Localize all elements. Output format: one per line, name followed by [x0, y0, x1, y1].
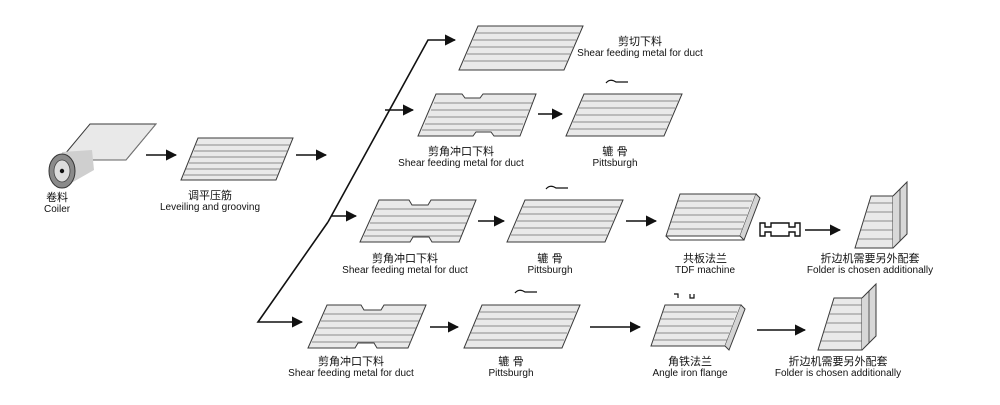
label-pittsburgh-2-en: Pittsburgh	[527, 265, 573, 276]
arrow-branch-trunk-upper	[327, 34, 457, 223]
label-pittsburgh-3: 辘 骨 Pittsburgh	[476, 356, 546, 380]
label-pittsburgh-2: 辘 骨 Pittsburgh	[515, 253, 585, 277]
label-shear-cut-cn: 剪切下料	[618, 35, 662, 48]
label-shear-notch-2: 剪角冲口下料 Shear feeding metal for duct	[340, 253, 470, 277]
label-coiler-cn: 卷料	[46, 191, 69, 204]
angle-iron-sheet-icon	[650, 293, 746, 351]
tdf-profile-icon	[759, 222, 801, 237]
label-shear-notch-2-cn: 剪角冲口下料	[372, 252, 438, 265]
label-shear-notch-3-cn: 剪角冲口下料	[318, 355, 384, 368]
label-leveling-en: Leveiling and grooving	[159, 202, 261, 213]
label-pittsburgh-2-cn: 辘 骨	[537, 252, 563, 265]
label-coiler-en: Coiler	[44, 204, 71, 215]
label-pittsburgh-1: 辘 骨 Pittsburgh	[580, 146, 650, 170]
label-angle-iron-en: Angle iron flange	[652, 368, 728, 379]
label-folder-2-en: Folder is chosen additionally	[774, 368, 902, 379]
label-shear-notch-2-en: Shear feeding metal for duct	[342, 265, 468, 276]
notched-sheet-icon-1	[417, 93, 537, 137]
shear-cut-sheet-icon	[458, 25, 584, 71]
label-leveling-cn: 调平压筋	[188, 189, 232, 202]
label-shear-notch-3-en: Shear feeding metal for duct	[288, 368, 414, 379]
label-folder-1-en: Folder is chosen additionally	[806, 265, 934, 276]
label-leveling: 调平压筋 Leveiling and grooving	[150, 190, 270, 214]
label-tdf-cn: 共板法兰	[683, 252, 727, 265]
label-shear-notch-1-en: Shear feeding metal for duct	[398, 158, 524, 169]
label-pittsburgh-1-en: Pittsburgh	[592, 158, 638, 169]
arrow-branch-trunk-lower	[256, 221, 329, 328]
label-coiler: 卷料 Coiler	[44, 192, 70, 216]
label-tdf-en: TDF machine	[674, 265, 735, 276]
leveling-sheet-icon	[180, 137, 294, 181]
label-pittsburgh-3-en: Pittsburgh	[488, 368, 534, 379]
label-shear-cut: 剪切下料 Shear feeding metal for duct	[570, 36, 710, 60]
label-shear-cut-en: Shear feeding metal for duct	[577, 48, 703, 59]
folded-duct-icon-2	[817, 282, 877, 351]
label-angle-iron-cn: 角铁法兰	[668, 355, 712, 368]
pittsburgh-sheet-icon-3	[463, 289, 581, 349]
label-folder-2: 折边机需要另外配套 Folder is chosen additionally	[768, 356, 908, 380]
label-folder-2-cn: 折边机需要另外配套	[788, 355, 888, 368]
notched-sheet-icon-2	[359, 199, 477, 243]
tdf-sheet-icon	[665, 193, 761, 241]
label-pittsburgh-1-cn: 辘 骨	[602, 145, 628, 158]
label-shear-notch-1-cn: 剪角冲口下料	[428, 145, 494, 158]
label-tdf: 共板法兰 TDF machine	[660, 253, 750, 277]
notched-sheet-icon-3	[307, 304, 427, 349]
label-shear-notch-1: 剪角冲口下料 Shear feeding metal for duct	[396, 146, 526, 170]
label-angle-iron: 角铁法兰 Angle iron flange	[640, 356, 740, 380]
label-pittsburgh-3-cn: 辘 骨	[498, 355, 524, 368]
pittsburgh-sheet-icon-2	[506, 185, 624, 243]
folded-duct-icon-1	[854, 180, 908, 249]
coiler-icon	[48, 123, 158, 189]
label-folder-1-cn: 折边机需要另外配套	[820, 252, 920, 265]
pittsburgh-sheet-icon-1	[565, 79, 683, 137]
label-folder-1: 折边机需要另外配套 Folder is chosen additionally	[800, 253, 940, 277]
label-shear-notch-3: 剪角冲口下料 Shear feeding metal for duct	[286, 356, 416, 380]
